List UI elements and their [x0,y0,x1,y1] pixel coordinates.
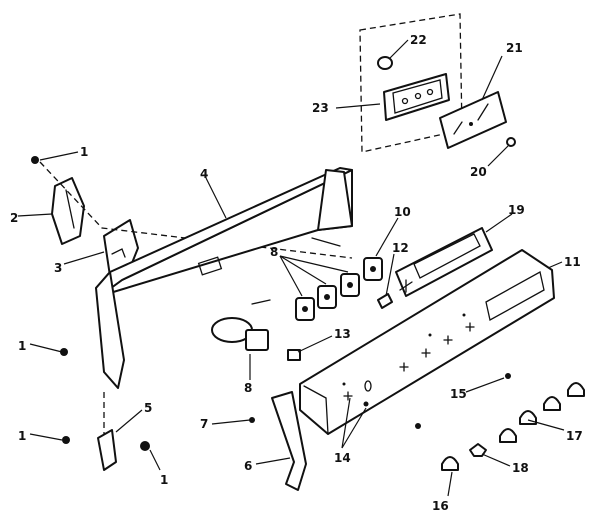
part-7-screw [249,417,255,423]
part-21-plate [439,91,507,149]
callout-1: 1 [18,429,26,443]
callout-19: 19 [508,203,525,217]
callout-20: 20 [470,165,487,179]
part-23-bezel [383,73,450,121]
callout-13: 13 [334,327,351,341]
callout-1: 1 [18,339,26,353]
part-10-switch [363,257,383,281]
part-17-knob-3 [543,396,561,411]
part-13-lamp [287,349,301,361]
part-4-console-panel [95,167,353,389]
callout-11: 11 [564,255,581,269]
part-2-bracket [51,177,85,245]
callout-4: 4 [200,167,208,181]
callout-22: 22 [410,33,427,47]
part-15-screw [415,373,511,429]
callout-5: 5 [144,401,152,415]
callout-labels: 1 2 3 4 1 1 5 1 6 7 8 8 10 12 13 14 15 1… [10,33,583,513]
part-1-screw-top [31,156,39,164]
part-19-window [395,227,493,297]
part-8-switch-b [317,285,337,309]
callout-17: 17 [566,429,583,443]
callout-8: 8 [244,381,252,395]
callout-6: 6 [244,459,252,473]
part-1-screw-mid [60,348,68,356]
callout-16: 16 [432,499,449,513]
callout-12: 12 [392,241,409,255]
part-11-front-panel [299,249,555,435]
callout-2: 2 [10,211,18,225]
part-14-screw [363,401,369,407]
callout-3: 3 [54,261,62,275]
leader-lines [17,39,565,497]
part-8-switch-a [295,297,315,321]
callout-18: 18 [512,461,529,475]
callout-21: 21 [506,41,523,55]
callout-23: 23 [312,101,329,115]
part-12-light [377,293,393,309]
part-3-bracket [103,219,139,277]
part-1-screw-right [140,441,150,451]
part-18-knob [469,443,487,457]
callout-10: 10 [394,205,411,219]
part-17-knob-1 [499,428,517,443]
callout-15: 15 [450,387,467,401]
part-17-knob-4 [567,382,585,397]
part-5-clip [97,429,117,471]
callout-14: 14 [334,451,351,465]
callout-1: 1 [160,473,168,487]
part-22-knob [377,56,393,70]
callout-8: 8 [270,245,278,259]
part-16-knob [441,456,459,471]
callout-1: 1 [80,145,88,159]
inset-detail-box [359,13,463,153]
part-8-timer [211,299,271,351]
callout-7: 7 [200,417,208,431]
assembly-line-upper [39,161,353,259]
part-20-screw [506,137,516,147]
part-1-screw-low [62,436,70,444]
part-8-switch-c [340,273,360,297]
part-6-endcap [271,391,307,491]
